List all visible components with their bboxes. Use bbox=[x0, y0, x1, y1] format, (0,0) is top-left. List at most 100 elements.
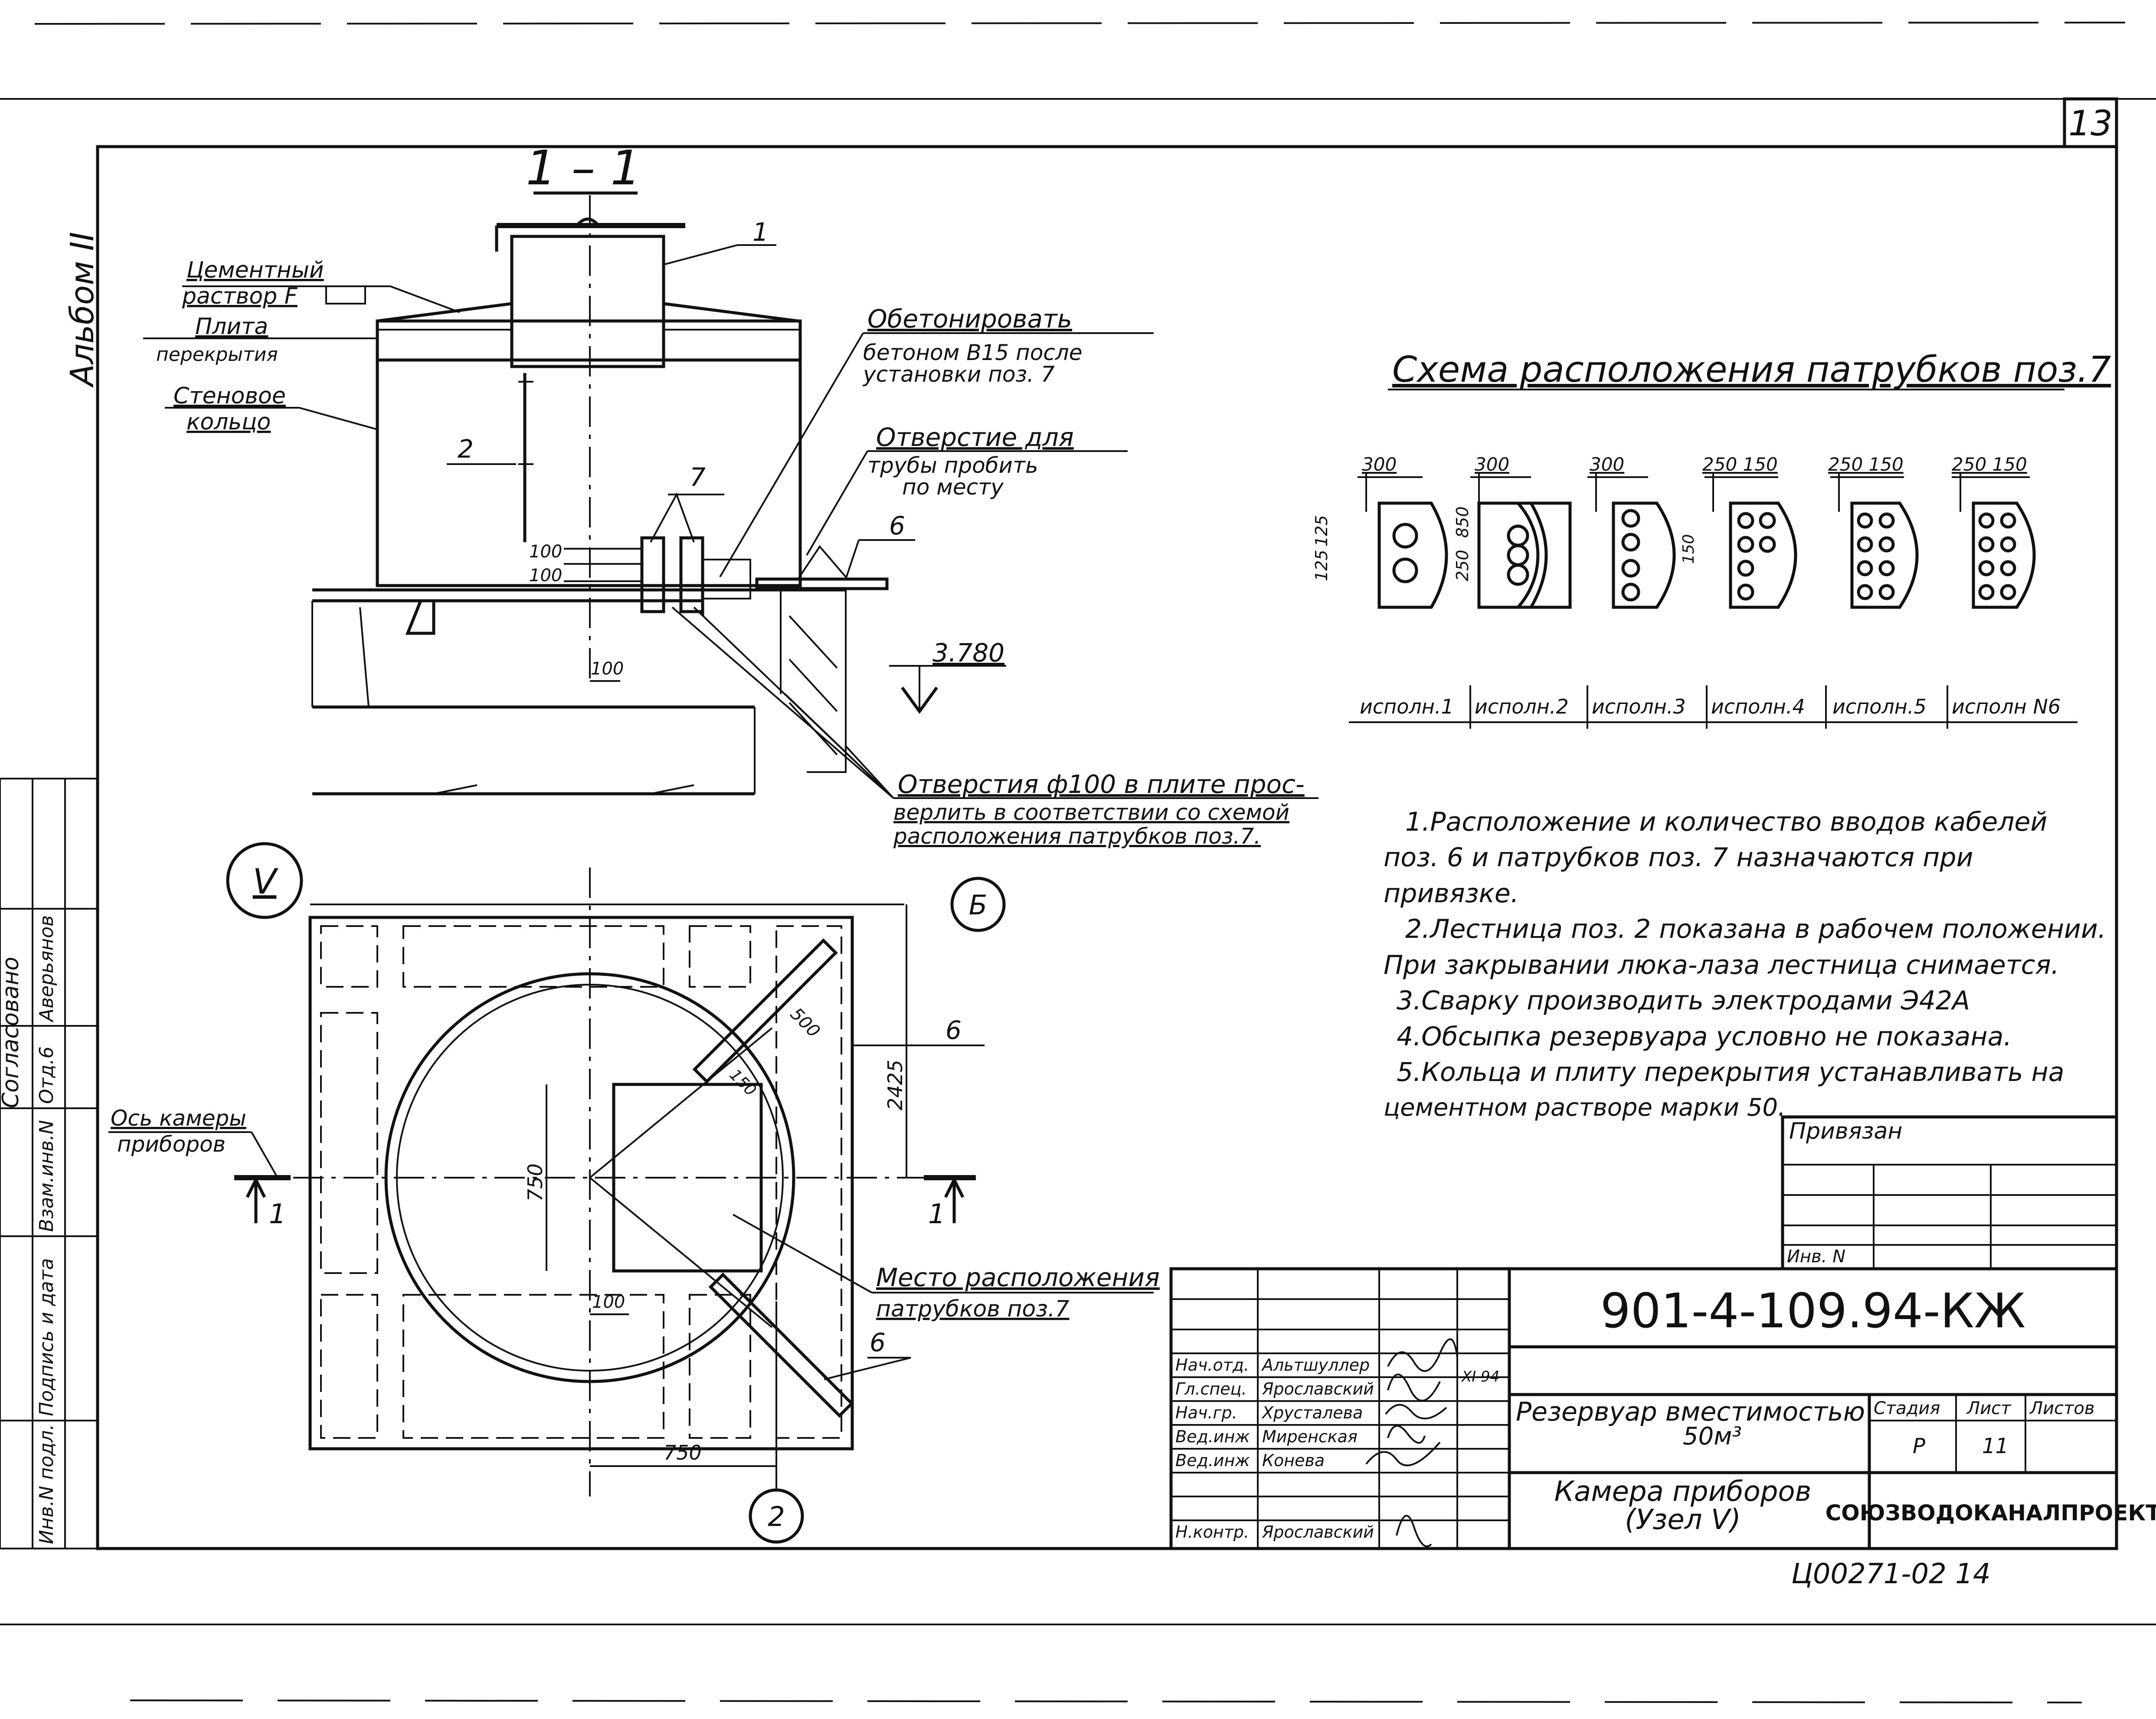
dim-150: 150 bbox=[726, 1066, 760, 1100]
role-7: Н.контр. bbox=[1175, 1523, 1249, 1542]
name-5: Конева bbox=[1262, 1451, 1325, 1470]
callout-cement-2: раствор F bbox=[182, 283, 298, 309]
role-3: Нач.гр. bbox=[1175, 1403, 1237, 1422]
note-line-9: цементном растворе марки 50. bbox=[1384, 1094, 1786, 1122]
sheet-title-2: (Узел V) bbox=[1625, 1504, 1741, 1536]
dim-100-top: 100 bbox=[529, 542, 562, 562]
pos-6-plan-top: 6 bbox=[945, 1015, 962, 1045]
callout-hole-2: трубы пробить bbox=[867, 453, 1038, 478]
pos-7: 7 bbox=[690, 462, 706, 492]
stamp-replace-inv: Взам.инв.N bbox=[36, 1120, 58, 1232]
doc-code: 901-4-109.94-КЖ bbox=[1600, 1283, 2026, 1339]
name-3: Хрусталева bbox=[1261, 1403, 1363, 1422]
note-line-6: 3.Сварку производить электродами Э42А bbox=[1397, 986, 1970, 1016]
stamp-agreed: Согласовано bbox=[0, 957, 24, 1108]
binding-inv: Инв. N bbox=[1787, 1247, 1845, 1267]
scan-edges bbox=[0, 22, 2156, 1703]
axis-callout-1: Ось камеры bbox=[111, 1106, 246, 1131]
date-value: XI 94 bbox=[1461, 1368, 1499, 1385]
v5-label: исполн.5 bbox=[1832, 695, 1927, 718]
v4-label: исполн.4 bbox=[1711, 695, 1805, 718]
v2-label: исполн.2 bbox=[1475, 695, 1569, 718]
v5-top-dim: 250 150 bbox=[1828, 454, 1904, 475]
axis-b-circle bbox=[950, 877, 1006, 932]
note-line-1: 1.Расположение и количество вводов кабел… bbox=[1405, 807, 2047, 837]
sheets-header: Листов bbox=[2029, 1398, 2094, 1418]
project-name: Резервуар вместимостью bbox=[1516, 1397, 1865, 1427]
callout-ring-1: Стеновое bbox=[173, 383, 286, 409]
axis-b-label: Б bbox=[969, 889, 988, 921]
cut-right-label: 1 bbox=[928, 1198, 945, 1230]
name-2: Ярославский bbox=[1262, 1379, 1374, 1398]
cut-left-label: 1 bbox=[269, 1198, 286, 1230]
place-callout-2: патрубков поз.7 bbox=[876, 1296, 1069, 1322]
v3-top-dim: 300 bbox=[1590, 454, 1624, 475]
sheet-header: Лист bbox=[1966, 1398, 2012, 1418]
section-1-1: 1 – 1 bbox=[143, 140, 1318, 849]
node-circle bbox=[226, 842, 303, 919]
sheet-title-1: Камера приборов bbox=[1554, 1476, 1812, 1508]
stage-header: Стадия bbox=[1874, 1398, 1940, 1418]
axis-2-label: 2 bbox=[768, 1501, 785, 1532]
v6-top-dim: 250 150 bbox=[1952, 454, 2027, 475]
sheet-value: 11 bbox=[1982, 1434, 2009, 1458]
pos-1: 1 bbox=[752, 217, 769, 247]
sheet-number-box bbox=[2063, 97, 2118, 148]
v1-label: исполн.1 bbox=[1360, 695, 1454, 718]
side-dim-150: 150 bbox=[1680, 534, 1698, 564]
name-7: Ярославский bbox=[1262, 1523, 1374, 1542]
v3-label: исполн.3 bbox=[1592, 695, 1686, 718]
stamp-inv-orig: Инв.N подл. bbox=[36, 1424, 58, 1544]
dim-500: 500 bbox=[786, 1004, 824, 1042]
callout-hole-3: по месту bbox=[902, 475, 1004, 500]
stamp-name: Аверьянов bbox=[36, 915, 58, 1023]
callout-drill-2: верлить в соответствии со схемой bbox=[893, 800, 1289, 825]
role-5: Вед.инж bbox=[1175, 1451, 1250, 1470]
side-dim-125b: 125 bbox=[1312, 550, 1331, 581]
name-4: Миренская bbox=[1262, 1427, 1358, 1446]
title-block bbox=[1169, 1267, 2118, 1550]
note-line-3: привязке. bbox=[1384, 878, 1519, 909]
note-line-7: 4.Обсыпка резервуара условно не показана… bbox=[1397, 1022, 2012, 1052]
callout-concrete-1: Обетонировать bbox=[867, 304, 1072, 334]
role-4: Вед.инж bbox=[1175, 1427, 1250, 1446]
album-label: Альбом II bbox=[64, 232, 101, 388]
stamp-dept: Отд.6 bbox=[36, 1046, 58, 1104]
section-title: 1 – 1 bbox=[526, 140, 641, 196]
notes: 1.Расположение и количество вводов кабел… bbox=[1384, 807, 2106, 1122]
v6-label: исполн N6 bbox=[1952, 695, 2061, 718]
project-volume: 50м³ bbox=[1683, 1422, 1742, 1451]
stage-value: Р bbox=[1913, 1434, 1925, 1458]
dim-100-mid: 100 bbox=[529, 566, 562, 586]
note-line-2: поз. 6 и патрубков поз. 7 назначаются пр… bbox=[1384, 842, 1973, 873]
dim-750-horizontal: 750 bbox=[664, 1441, 702, 1464]
plan-view: V Б 2 bbox=[108, 842, 1160, 1544]
callout-slab-2: перекрытия bbox=[156, 344, 278, 366]
callout-concrete-3: установки поз. 7 bbox=[862, 362, 1055, 387]
pipe-scheme: Схема расположения патрубков поз.7 bbox=[1312, 349, 2111, 729]
footer-code: Ц00271-02 14 bbox=[1791, 1558, 1991, 1590]
binding-title: Привязан bbox=[1789, 1118, 1902, 1144]
side-dim-850: 850 bbox=[1453, 506, 1472, 538]
dim-2425: 2425 bbox=[883, 1060, 907, 1110]
callout-drill-1: Отверстия ф100 в плите прос- bbox=[898, 769, 1305, 799]
node-label: V bbox=[253, 861, 279, 902]
callout-ring-2: кольцо bbox=[186, 409, 271, 435]
scheme-title: Схема расположения патрубков поз.7 bbox=[1392, 349, 2111, 390]
pos-6-plan-bottom: 6 bbox=[870, 1328, 886, 1357]
role-2: Гл.спец. bbox=[1175, 1379, 1247, 1398]
callout-slab-1: Плита bbox=[195, 314, 268, 340]
pos-6-section: 6 bbox=[889, 511, 905, 540]
callout-drill-3: расположения патрубков поз.7. bbox=[893, 824, 1261, 849]
name-1: Альтшуллер bbox=[1261, 1356, 1370, 1375]
stamp-sign-date: Подпись и дата bbox=[36, 1258, 58, 1416]
pos-2: 2 bbox=[458, 434, 474, 464]
dim-100-bottom: 100 bbox=[591, 659, 624, 679]
callout-concrete-2: бетоном В15 после bbox=[863, 340, 1083, 365]
v2-top-dim: 300 bbox=[1475, 454, 1509, 475]
note-line-4: 2.Лестница поз. 2 показана в рабочем пол… bbox=[1405, 914, 2106, 944]
signatures bbox=[1365, 1338, 1458, 1547]
org-name: СОЮЗВОДОКАНАЛПРОЕКТ bbox=[1826, 1500, 2156, 1526]
dim-100-plan: 100 bbox=[592, 1292, 625, 1312]
